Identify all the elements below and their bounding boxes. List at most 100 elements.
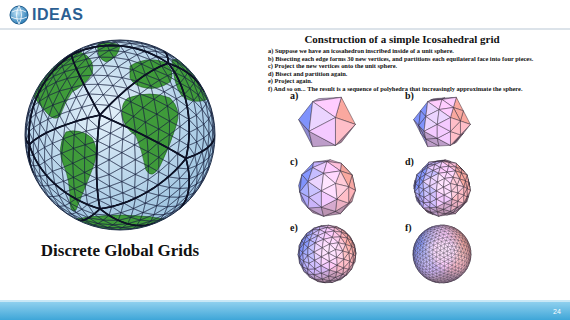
- grid-edge: [59, 115, 65, 125]
- grid-edge: [131, 43, 144, 46]
- grid-edge: [168, 140, 179, 148]
- grid-edge: [38, 147, 45, 151]
- grid-edge: [196, 128, 198, 142]
- polyhedron-face: [309, 191, 321, 207]
- grid-edge: [169, 135, 179, 141]
- grid-edge: [169, 188, 170, 198]
- grid-edge: [40, 119, 48, 123]
- icosahedron-edge: [29, 115, 100, 145]
- grid-edge: [204, 124, 209, 133]
- grid-edge: [206, 100, 208, 104]
- grid-edge: [62, 163, 73, 168]
- grid-edge: [110, 193, 122, 197]
- globe-ocean: [25, 40, 215, 230]
- grid-edge: [168, 148, 170, 163]
- grid-edge: [147, 192, 159, 195]
- footer-bar: [0, 302, 570, 320]
- grid-edge: [110, 182, 122, 187]
- grid-edge: [180, 179, 189, 189]
- grid-edge: [184, 89, 190, 95]
- grid-edge: [82, 94, 89, 107]
- grid-edge: [52, 143, 61, 153]
- grid-edge: [135, 198, 145, 203]
- grid-edge: [73, 163, 85, 172]
- grid-edge: [209, 119, 213, 129]
- grid-edge: [110, 197, 111, 206]
- grid-edge: [80, 66, 89, 76]
- grid-edge: [98, 128, 110, 133]
- grid-edge: [157, 114, 170, 121]
- grid-edge: [53, 72, 64, 77]
- grid-edge: [86, 195, 98, 200]
- grid-edge: [204, 119, 209, 124]
- grid-edge: [131, 217, 140, 220]
- grid-edge: [133, 116, 135, 131]
- grid-edge: [48, 115, 59, 120]
- grid-edge: [118, 60, 129, 67]
- icosahedron-edge: [29, 115, 100, 145]
- grid-edge: [52, 139, 63, 144]
- grid-edge: [180, 127, 189, 133]
- grid-edge: [158, 143, 160, 158]
- grid-edge: [148, 172, 159, 180]
- grid-edge: [103, 57, 114, 65]
- grid-edge: [198, 90, 201, 94]
- grid-edge: [197, 142, 202, 151]
- grid-edge: [167, 197, 169, 207]
- grid-edge: [157, 206, 168, 207]
- grid-edge: [164, 92, 176, 99]
- grid-edge: [140, 86, 151, 94]
- grid-edge: [89, 66, 93, 75]
- grid-edge: [154, 47, 166, 53]
- grid-edge: [194, 95, 199, 100]
- grid-edge: [110, 197, 123, 203]
- grid-edge: [97, 190, 110, 197]
- grid-edge: [93, 75, 98, 84]
- grid-edge: [180, 140, 189, 145]
- icosahedron-edge: [168, 63, 189, 158]
- grid-edge: [40, 110, 43, 123]
- grid-edge: [98, 220, 103, 223]
- grid-edge: [140, 94, 143, 108]
- grid-edge: [109, 105, 112, 120]
- grid-edge: [157, 195, 159, 205]
- grid-edge: [76, 97, 82, 107]
- grid-edge: [180, 119, 189, 126]
- grid-edge: [59, 192, 65, 196]
- grid-edge: [82, 204, 88, 209]
- grid-edge: [143, 213, 154, 215]
- grid-edge: [188, 142, 196, 146]
- grid-edge: [121, 168, 122, 182]
- grid-edge: [133, 70, 146, 75]
- grid-edge: [109, 147, 110, 160]
- grid-edge: [157, 114, 159, 129]
- grid-edge: [85, 167, 97, 173]
- grid-edge: [137, 55, 141, 64]
- grid-edge: [189, 132, 196, 142]
- grid-edge: [208, 119, 209, 134]
- grid-edge: [189, 132, 196, 142]
- grid-edge: [180, 132, 190, 140]
- grid-edge: [74, 184, 85, 189]
- grid-edge: [93, 65, 103, 75]
- grid-edge: [204, 134, 209, 138]
- grid-edge: [121, 111, 133, 117]
- grid-edge: [84, 172, 86, 184]
- grid-edge: [103, 220, 113, 225]
- grid-edge: [170, 121, 180, 127]
- grid-edge: [159, 148, 169, 157]
- grid-edge: [73, 145, 85, 149]
- grid-edge: [113, 220, 118, 224]
- grid-edge: [151, 80, 160, 86]
- grid-edge: [169, 178, 179, 187]
- grid-edge: [121, 139, 123, 152]
- grid-edge: [169, 121, 170, 135]
- grid-edge: [43, 96, 49, 110]
- grid-edge: [159, 76, 167, 81]
- grid-edge: [109, 133, 111, 147]
- grid-edge: [67, 76, 80, 78]
- grid-edge: [51, 158, 53, 172]
- grid-edge: [52, 153, 62, 157]
- grid-edge: [189, 128, 197, 132]
- grid-edge: [109, 175, 122, 182]
